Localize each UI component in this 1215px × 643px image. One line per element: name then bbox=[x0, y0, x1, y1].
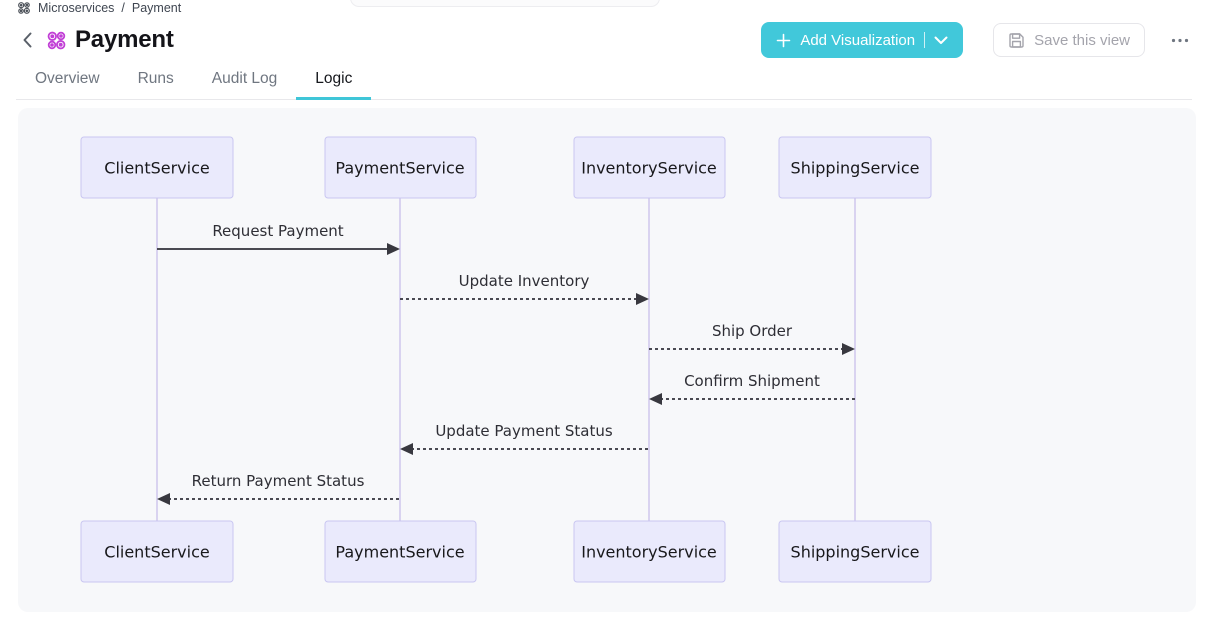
participant-bottom-paymentservice: PaymentService bbox=[324, 520, 477, 583]
add-visualization-label: Add Visualization bbox=[800, 31, 916, 49]
sequence-diagram: ClientService PaymentService InventorySe… bbox=[80, 136, 932, 583]
participant-label: ClientService bbox=[104, 159, 209, 178]
page-header: Payment Add Visualization Save this view bbox=[14, 22, 1195, 58]
chevron-down-icon[interactable] bbox=[934, 36, 948, 45]
message-ship-order: Ship Order bbox=[649, 322, 855, 355]
tab-audit-log[interactable]: Audit Log bbox=[211, 70, 278, 87]
breadcrumb-root[interactable]: Microservices bbox=[38, 1, 115, 15]
message-return-payment-status: Return Payment Status bbox=[157, 472, 400, 505]
arrowhead-left bbox=[157, 493, 170, 505]
save-view-label: Save this view bbox=[1034, 31, 1130, 49]
message-label: Return Payment Status bbox=[192, 472, 365, 490]
add-visualization-button[interactable]: Add Visualization bbox=[761, 22, 964, 58]
microservices-cluster-icon bbox=[17, 1, 31, 15]
ellipsis-icon bbox=[1171, 38, 1189, 42]
breadcrumb: Microservices / Payment bbox=[17, 1, 181, 15]
participant-top-clientservice: ClientService bbox=[80, 136, 234, 199]
message-update-payment-status: Update Payment Status bbox=[400, 422, 649, 455]
tab-logic[interactable]: Logic bbox=[296, 61, 372, 100]
participant-bottom-inventoryservice: InventoryService bbox=[573, 520, 726, 583]
message-update-inventory: Update Inventory bbox=[400, 272, 649, 305]
participant-label: PaymentService bbox=[335, 543, 464, 562]
page-title: Payment bbox=[75, 26, 174, 53]
participant-label: ClientService bbox=[104, 543, 209, 562]
arrowhead-right bbox=[636, 293, 649, 305]
arrowhead-right bbox=[387, 243, 400, 255]
message-label: Update Inventory bbox=[459, 272, 590, 290]
arrowhead-right bbox=[842, 343, 855, 355]
participant-bottom-clientservice: ClientService bbox=[80, 520, 234, 583]
back-button[interactable] bbox=[14, 27, 40, 53]
sequence-diagram-panel: ClientService PaymentService InventorySe… bbox=[18, 108, 1196, 612]
cutoff-overlay-edge bbox=[350, 0, 660, 7]
save-icon bbox=[1009, 32, 1024, 48]
tab-runs[interactable]: Runs bbox=[137, 70, 174, 87]
message-label: Confirm Shipment bbox=[684, 372, 820, 390]
message-label: Update Payment Status bbox=[435, 422, 613, 440]
participant-top-inventoryservice: InventoryService bbox=[573, 136, 726, 199]
more-options-button[interactable] bbox=[1165, 25, 1195, 55]
participant-bottom-shippingservice: ShippingService bbox=[778, 520, 932, 583]
button-divider bbox=[924, 32, 926, 48]
payment-workflow-icon bbox=[46, 30, 67, 51]
tab-bar: Overview Runs Audit Log Logic bbox=[16, 61, 1192, 100]
plus-icon bbox=[777, 33, 791, 47]
save-view-button[interactable]: Save this view bbox=[993, 23, 1145, 57]
arrowhead-left bbox=[649, 393, 662, 405]
participant-label: ShippingService bbox=[791, 159, 920, 178]
breadcrumb-current[interactable]: Payment bbox=[131, 1, 182, 15]
chevron-left-icon bbox=[23, 32, 31, 48]
participant-label: InventoryService bbox=[581, 543, 717, 562]
breadcrumb-separator: / bbox=[121, 1, 125, 15]
message-confirm-shipment: Confirm Shipment bbox=[649, 372, 855, 405]
tab-overview[interactable]: Overview bbox=[35, 70, 100, 87]
message-request-payment: Request Payment bbox=[157, 222, 400, 255]
participant-label: InventoryService bbox=[581, 159, 717, 178]
arrowhead-left bbox=[400, 443, 413, 455]
header-actions: Add Visualization Save this view bbox=[761, 22, 1195, 58]
message-label: Request Payment bbox=[212, 222, 343, 240]
message-label: Ship Order bbox=[712, 322, 793, 340]
participant-label: PaymentService bbox=[335, 159, 464, 178]
participant-top-paymentservice: PaymentService bbox=[324, 136, 477, 199]
participant-label: ShippingService bbox=[791, 543, 920, 562]
participant-top-shippingservice: ShippingService bbox=[778, 136, 932, 199]
